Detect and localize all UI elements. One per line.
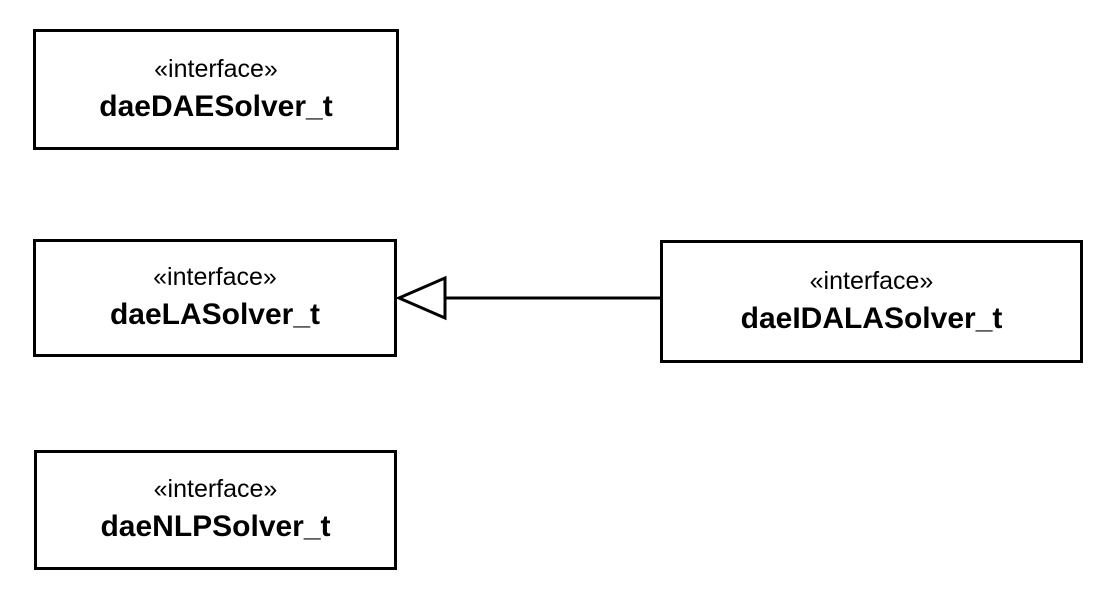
stereotype-label: «interface» [154, 54, 278, 83]
uml-node-daelasolver-t[interactable]: «interface» daeLASolver_t [33, 239, 397, 357]
hollow-triangle-arrowhead [395, 275, 447, 321]
stereotype-label: «interface» [153, 263, 277, 291]
interface-name: daeDAESolver_t [99, 89, 333, 123]
stereotype-label: «interface» [153, 475, 278, 503]
interface-name: daeLASolver_t [109, 298, 321, 331]
interface-name: daeIDALASolver_t [740, 301, 1003, 335]
interface-name: daeNLPSolver_t [100, 510, 331, 543]
uml-node-daenlpsolver-t[interactable]: «interface» daeNLPSolver_t [34, 450, 397, 570]
stereotype-label: «interface» [809, 266, 934, 295]
uml-node-daedaesolver-t[interactable]: «interface» daeDAESolver_t [33, 29, 399, 150]
uml-node-daeidalasolver-t[interactable]: «interface» daeIDALASolver_t [660, 240, 1083, 363]
